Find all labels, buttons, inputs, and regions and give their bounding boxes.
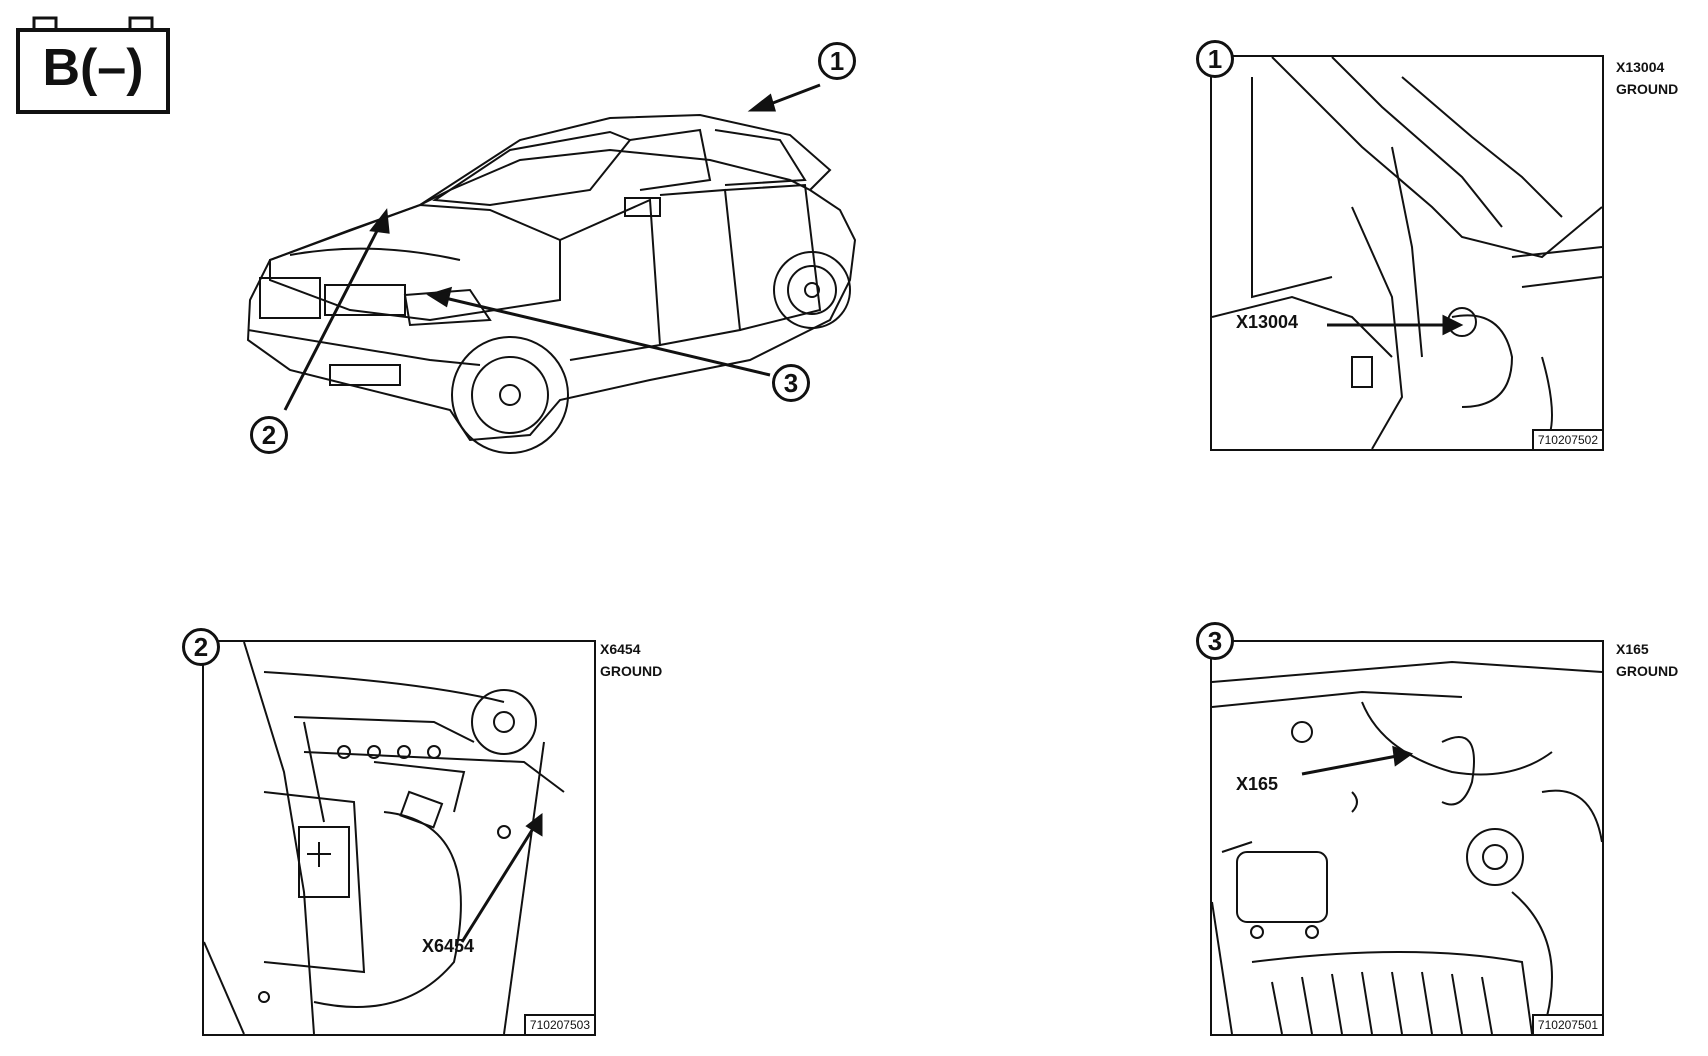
detail-panel-1: 710207502 <box>1210 55 1604 451</box>
battery-ground-badge: B(–) <box>14 16 172 116</box>
panel-3-number: 3 <box>1196 622 1234 660</box>
panel-3-connector-id: X165 <box>1616 641 1649 657</box>
panel-2-reference-number: 710207503 <box>523 1014 594 1034</box>
marker-2: 2 <box>250 416 288 454</box>
detail-panel-2: 710207503 <box>202 640 596 1036</box>
panel-3-drawing <box>1212 660 1602 1034</box>
marker-3: 3 <box>772 364 810 402</box>
panel-3-callout: X165 <box>1236 774 1279 794</box>
panel-2-number: 2 <box>182 628 220 666</box>
panel-1-drawing <box>1212 57 1602 449</box>
panel-1-number: 1 <box>1196 40 1234 78</box>
car-drawing <box>246 83 857 454</box>
panel-1-ground-label: GROUND <box>1616 81 1679 97</box>
panel-2-drawing <box>204 642 565 1034</box>
panel-3-reference-number: 710207501 <box>1531 1014 1602 1034</box>
vehicle-overview-illustration: 1 2 3 <box>230 40 990 510</box>
battery-badge-label: B(–) <box>42 39 144 97</box>
panel-2-callout: X6454 <box>422 936 475 956</box>
marker-1: 1 <box>818 42 856 80</box>
panel-1-connector-id: X13004 <box>1616 59 1665 75</box>
panel-2-connector-id: X6454 <box>600 641 641 657</box>
panel-2-ground-label: GROUND <box>600 663 663 679</box>
panel-3-ground-label: GROUND <box>1616 663 1679 679</box>
battery-icon <box>16 16 170 114</box>
detail-panel-3: 710207501 <box>1210 640 1604 1036</box>
panel-1-callout: X13004 <box>1236 312 1299 332</box>
panel-1-reference-number: 710207502 <box>1531 429 1602 449</box>
